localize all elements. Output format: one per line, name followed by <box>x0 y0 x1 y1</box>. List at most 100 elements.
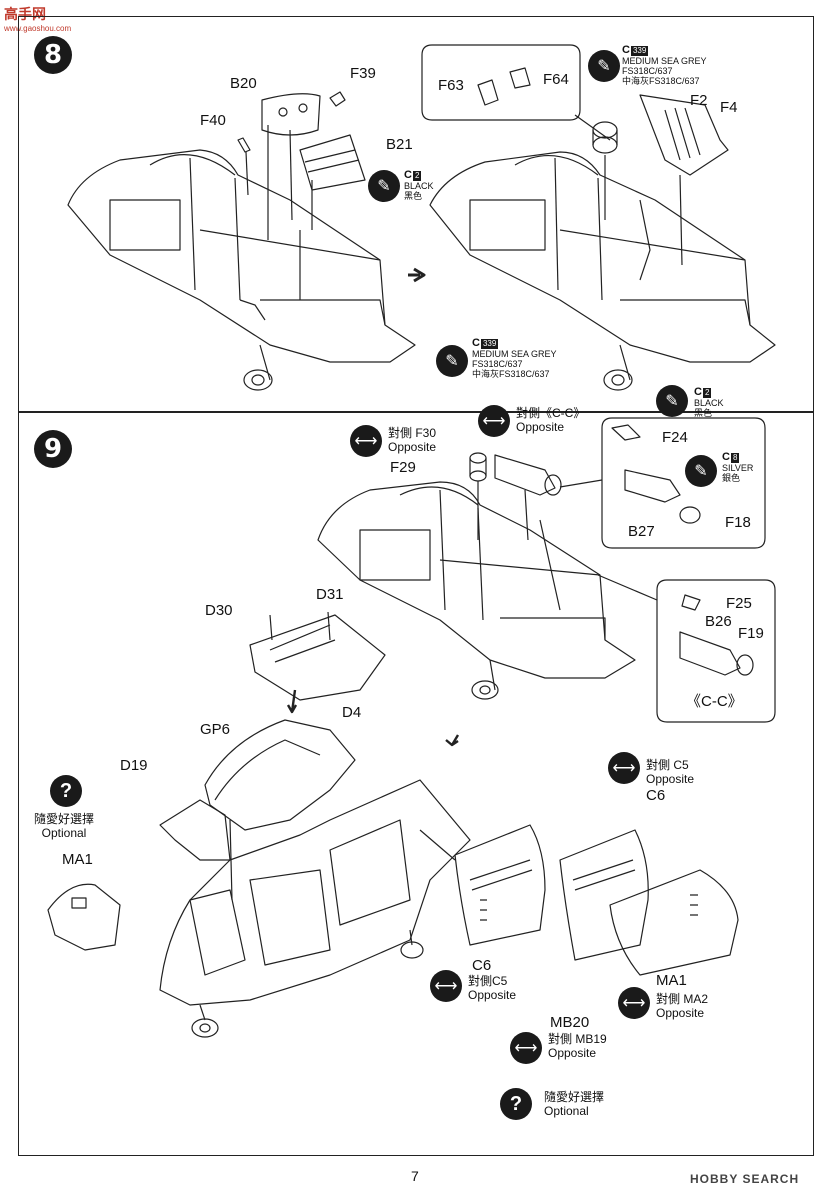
part-f19-label: F19 <box>738 625 764 642</box>
optional-bottom-zh: 隨愛好選擇 <box>544 1090 605 1104</box>
part-mb19-label: 對側 MB19 <box>548 1032 607 1046</box>
part-b26-label: B26 <box>705 613 732 630</box>
step-8-number: 8 <box>34 36 72 74</box>
opposite-arrow-icon: ⟷ <box>430 970 462 1002</box>
part-cc-label: 對側《C-C》 <box>516 406 586 420</box>
part-f63-label: F63 <box>438 77 464 94</box>
paint-name-zh: 黑色 <box>694 408 713 418</box>
question-icon: ? <box>500 1088 532 1120</box>
part-mb19-opposite: Opposite <box>548 1046 597 1060</box>
paint-brush-icon: ✎ <box>656 385 688 417</box>
part-f2-label: F2 <box>690 92 708 109</box>
part-f64-label: F64 <box>543 71 569 88</box>
part-f40-label: F40 <box>200 112 226 129</box>
optional-bottom-en: Optional <box>544 1104 589 1118</box>
paint-brush-icon: ✎ <box>685 455 717 487</box>
paint-brush-icon: ✎ <box>588 50 620 82</box>
paint-num: 2 <box>702 388 712 398</box>
part-cc-detail-label: 《C-C》 <box>686 693 743 710</box>
paint-name-zh: 黑色 <box>404 191 423 201</box>
part-f4-label: F4 <box>720 99 738 116</box>
watermark-url: www.gaoshou.com <box>4 24 72 33</box>
part-ma2-opposite: Opposite <box>656 1006 705 1020</box>
paint-code: C <box>622 44 630 56</box>
step-8-frame <box>18 16 814 412</box>
part-cc-note: 對側《C-C》 Opposite <box>516 406 585 434</box>
paint-code: C <box>694 386 702 398</box>
paint-name-en: MEDIUM SEA GREY <box>472 349 557 359</box>
paint-num: 339 <box>630 46 649 56</box>
part-d31-label: D31 <box>316 586 344 603</box>
part-f30-opposite: Opposite <box>388 440 437 454</box>
part-ma2-label: 對側 MA2 <box>656 992 709 1006</box>
part-gp6-label: GP6 <box>200 721 231 738</box>
optional-bottom-note: 隨愛好選擇 Optional <box>544 1090 604 1118</box>
part-c5b-label: 對側C5 <box>468 974 508 988</box>
step9-bottom-fuselage <box>47 719 739 1038</box>
step-9-number: 9 <box>34 430 72 468</box>
step-9-frame <box>18 412 814 1156</box>
opposite-arrow-icon: ⟷ <box>350 425 382 457</box>
paint-name-en: BLACK <box>404 181 434 191</box>
paint-code: C <box>404 169 412 181</box>
watermark-title: 高手网 <box>4 6 46 22</box>
paint-name-en: SILVER <box>722 463 754 473</box>
opposite-arrow-icon: ⟷ <box>478 405 510 437</box>
page-number: 7 <box>411 1168 419 1184</box>
part-f30-label: 對側 F30 <box>388 426 437 440</box>
part-mb19-note: 對側 MB19 Opposite <box>548 1032 607 1060</box>
part-b21-label: B21 <box>386 136 413 153</box>
part-c5-opposite: Opposite <box>646 772 695 786</box>
part-d30-label: D30 <box>205 602 233 619</box>
part-f18-label: F18 <box>725 514 751 531</box>
paint-brush-icon: ✎ <box>368 170 400 202</box>
watermark-logo: 高手网 www.gaoshou.com <box>4 4 71 33</box>
paint-name-en: MEDIUM SEA GREY <box>622 56 707 66</box>
paint-num: 339 <box>480 339 499 349</box>
optional-left-note: 隨愛好選擇 Optional <box>34 812 94 840</box>
part-f29-label: F29 <box>390 459 416 476</box>
part-b20-label: B20 <box>230 75 257 92</box>
paint-num: 2 <box>412 171 422 181</box>
part-ma2-note: 對側 MA2 Opposite <box>656 992 708 1020</box>
part-f39-label: F39 <box>350 65 376 82</box>
opposite-arrow-icon: ⟷ <box>510 1032 542 1064</box>
step8-left-fuselage <box>67 91 416 391</box>
paint-fs: FS318C/637 <box>472 359 523 369</box>
part-c6-bottom-label: C6 <box>472 957 492 974</box>
opposite-arrow-icon: ⟷ <box>618 987 650 1019</box>
part-mb20-label: MB20 <box>550 1014 590 1031</box>
part-d19-label: D19 <box>120 757 148 774</box>
paint-code: C <box>472 337 480 349</box>
part-cc-opposite: Opposite <box>516 420 565 434</box>
opposite-arrow-icon: ⟷ <box>608 752 640 784</box>
part-c6-top-label: C6 <box>646 787 666 804</box>
paint-name-zh: 中海灰FS318C/637 <box>472 369 550 379</box>
paint-num: 8 <box>730 453 740 463</box>
paint-code: C <box>722 451 730 463</box>
part-c5-label: 對側 C5 <box>646 758 689 772</box>
paint-name-en: BLACK <box>694 398 724 408</box>
part-b27-label: B27 <box>628 523 655 540</box>
step8-right-fuselage <box>421 44 776 391</box>
part-c5-note: 對側 C5 Opposite <box>646 758 694 786</box>
part-f24-label: F24 <box>662 429 688 446</box>
step9-fuselage <box>249 452 636 747</box>
paint-fs: FS318C/637 <box>622 66 673 76</box>
part-c5b-note: 對側C5 Opposite <box>468 974 516 1002</box>
paint-brush-icon: ✎ <box>436 345 468 377</box>
part-f30-note: 對側 F30 Opposite <box>388 426 436 454</box>
optional-left-zh: 隨愛好選擇 <box>34 812 95 826</box>
part-ma1-bottom-label: MA1 <box>656 972 687 989</box>
part-ma1-top-label: MA1 <box>62 851 93 868</box>
part-d4-label: D4 <box>342 704 362 721</box>
optional-left-en: Optional <box>41 826 87 840</box>
part-c5b-opposite: Opposite <box>468 988 517 1002</box>
footer-logo: HOBBY SEARCH <box>690 1172 800 1186</box>
